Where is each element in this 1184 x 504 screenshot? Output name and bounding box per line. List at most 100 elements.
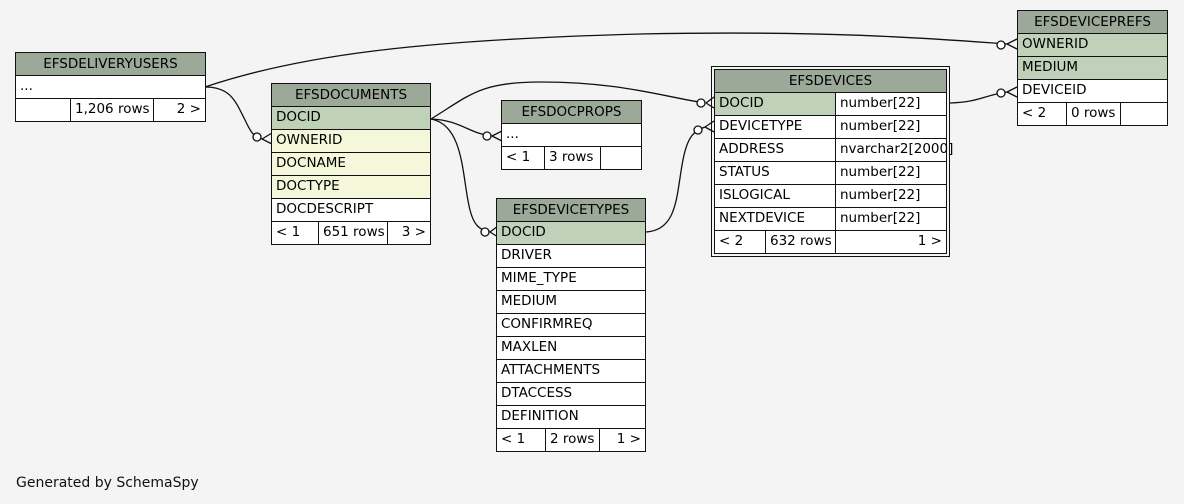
row-count: 0 rows (1066, 103, 1120, 125)
table-title: EFSDEVICETYPES (497, 199, 645, 222)
row-count: 651 rows (318, 222, 387, 244)
children-count[interactable] (1120, 103, 1167, 125)
column-name: DOCID (272, 107, 430, 129)
table-row: STATUS number[22] (715, 162, 946, 185)
edge-devicetypes-devices-devicetype (645, 126, 706, 233)
table-efsdevicetypes[interactable]: EFSDEVICETYPES DOCID DRIVER MIME_TYPE ME… (496, 198, 646, 452)
column-name: CONFIRMREQ (501, 316, 593, 332)
column-type: number[22] (835, 208, 946, 230)
column-type: nvarchar2[2000] (835, 139, 953, 161)
table-row: NEXTDEVICE number[22] (715, 208, 946, 231)
column-type: number[22] (835, 116, 946, 138)
row-count: 1,206 rows (70, 99, 153, 121)
edge-end-circle (482, 131, 492, 141)
table-row: ... (16, 76, 205, 99)
table-stats-row: < 1 651 rows 3 > (272, 222, 430, 244)
column-name: DOCDESCRIPT (276, 201, 374, 217)
table-stats-row: < 1 3 rows (502, 147, 641, 169)
table-stats-row: 1,206 rows 2 > (16, 99, 205, 121)
column-name: ... (20, 78, 33, 94)
column-name: DEFINITION (501, 408, 579, 424)
edge-end-circle (696, 98, 706, 108)
column-name: DOCID (715, 93, 835, 115)
table-row: DTACCESS (497, 383, 645, 406)
column-name: MEDIUM (1018, 57, 1167, 79)
parents-count[interactable] (16, 99, 70, 121)
parents-count[interactable]: < 1 (506, 149, 531, 165)
column-name: NEXTDEVICE (719, 210, 805, 226)
crowfoot-marker (1006, 86, 1018, 98)
crowfoot-marker (261, 132, 273, 145)
column-name: STATUS (719, 164, 770, 180)
column-type: number[22] (835, 93, 946, 115)
column-name: DTACCESS (501, 385, 573, 401)
table-row: DEVICEID (1018, 80, 1167, 103)
table-row: DOCNAME (272, 153, 430, 176)
row-count: 632 rows (765, 231, 835, 253)
parents-count[interactable]: < 1 (501, 431, 526, 447)
edge-documents-devices-docid (430, 81, 706, 120)
crowfoot-marker (705, 96, 715, 109)
edge-end-circle (693, 125, 703, 135)
table-row: DOCID number[22] (715, 93, 946, 116)
table-row: DOCDESCRIPT (272, 199, 430, 222)
column-name: DOCTYPE (272, 176, 430, 198)
edge-documents-devicetypes (430, 118, 491, 233)
children-count[interactable]: 2 > (153, 99, 205, 121)
column-name: OWNERID (272, 130, 430, 152)
table-row: ATTACHMENTS (497, 360, 645, 383)
row-count: 3 rows (544, 147, 600, 169)
column-name: ADDRESS (719, 141, 785, 157)
column-name: ... (506, 126, 519, 142)
table-row: DRIVER (497, 245, 645, 268)
children-count[interactable] (600, 147, 641, 169)
table-row: MIME_TYPE (497, 268, 645, 291)
edge-end-circle (252, 132, 262, 142)
crowfoot-marker (1006, 38, 1018, 50)
table-row: DEFINITION (497, 406, 645, 429)
column-name: DEVICEID (1022, 82, 1087, 98)
column-name: DOCID (497, 222, 645, 244)
table-row: MEDIUM (497, 291, 645, 314)
column-name: OWNERID (1018, 34, 1167, 56)
table-row: ... (502, 124, 641, 147)
table-efsdeviceprefs[interactable]: EFSDEVICEPREFS OWNERID MEDIUM DEVICEID <… (1017, 10, 1168, 126)
edge-end-circle (996, 40, 1006, 50)
table-efsdevices[interactable]: EFSDEVICES DOCID number[22] DEVICETYPE n… (711, 66, 953, 257)
table-title: EFSDOCPROPS (502, 101, 641, 124)
children-count[interactable]: 1 > (835, 231, 946, 253)
table-title: EFSDEVICEPREFS (1018, 11, 1167, 34)
table-row: MAXLEN (497, 337, 645, 360)
table-row: CONFIRMREQ (497, 314, 645, 337)
column-type: number[22] (835, 185, 946, 207)
table-row: ISLOGICAL number[22] (715, 185, 946, 208)
table-efsdeliveryusers[interactable]: EFSDELIVERYUSERS ... 1,206 rows 2 > (15, 52, 206, 122)
parents-count[interactable]: < 1 (276, 224, 301, 240)
children-count[interactable]: 3 > (387, 222, 430, 244)
table-row: OWNERID (272, 130, 430, 153)
table-efsdocprops[interactable]: EFSDOCPROPS ... < 1 3 rows (501, 100, 642, 170)
table-row: DOCID (272, 107, 430, 130)
crowfoot-marker (491, 130, 503, 142)
children-count[interactable]: 1 > (599, 429, 645, 451)
table-row: ADDRESS nvarchar2[2000] (715, 139, 953, 162)
table-title: EFSDOCUMENTS (272, 84, 430, 107)
table-stats-row: < 2 632 rows 1 > (715, 231, 946, 253)
table-title: EFSDELIVERYUSERS (16, 53, 205, 76)
edge-end-circle (996, 88, 1006, 98)
column-name: ATTACHMENTS (501, 362, 601, 378)
parents-count[interactable]: < 2 (1022, 105, 1047, 121)
table-efsdocuments[interactable]: EFSDOCUMENTS DOCID OWNERID DOCNAME DOCTY… (271, 83, 431, 245)
parents-count[interactable]: < 2 (719, 233, 744, 249)
row-count: 2 rows (545, 429, 599, 451)
column-type: number[22] (835, 162, 946, 184)
column-name: ISLOGICAL (719, 187, 790, 203)
column-name: MIME_TYPE (501, 270, 577, 286)
generated-by-label: Generated by SchemaSpy (16, 475, 199, 491)
edge-end-circle (480, 227, 490, 237)
table-row: MEDIUM (1018, 57, 1167, 80)
edge-deliveryusers-deviceprefs-ownerid (204, 32, 1008, 88)
column-name: MEDIUM (501, 293, 558, 309)
table-title: EFSDEVICES (715, 70, 946, 93)
